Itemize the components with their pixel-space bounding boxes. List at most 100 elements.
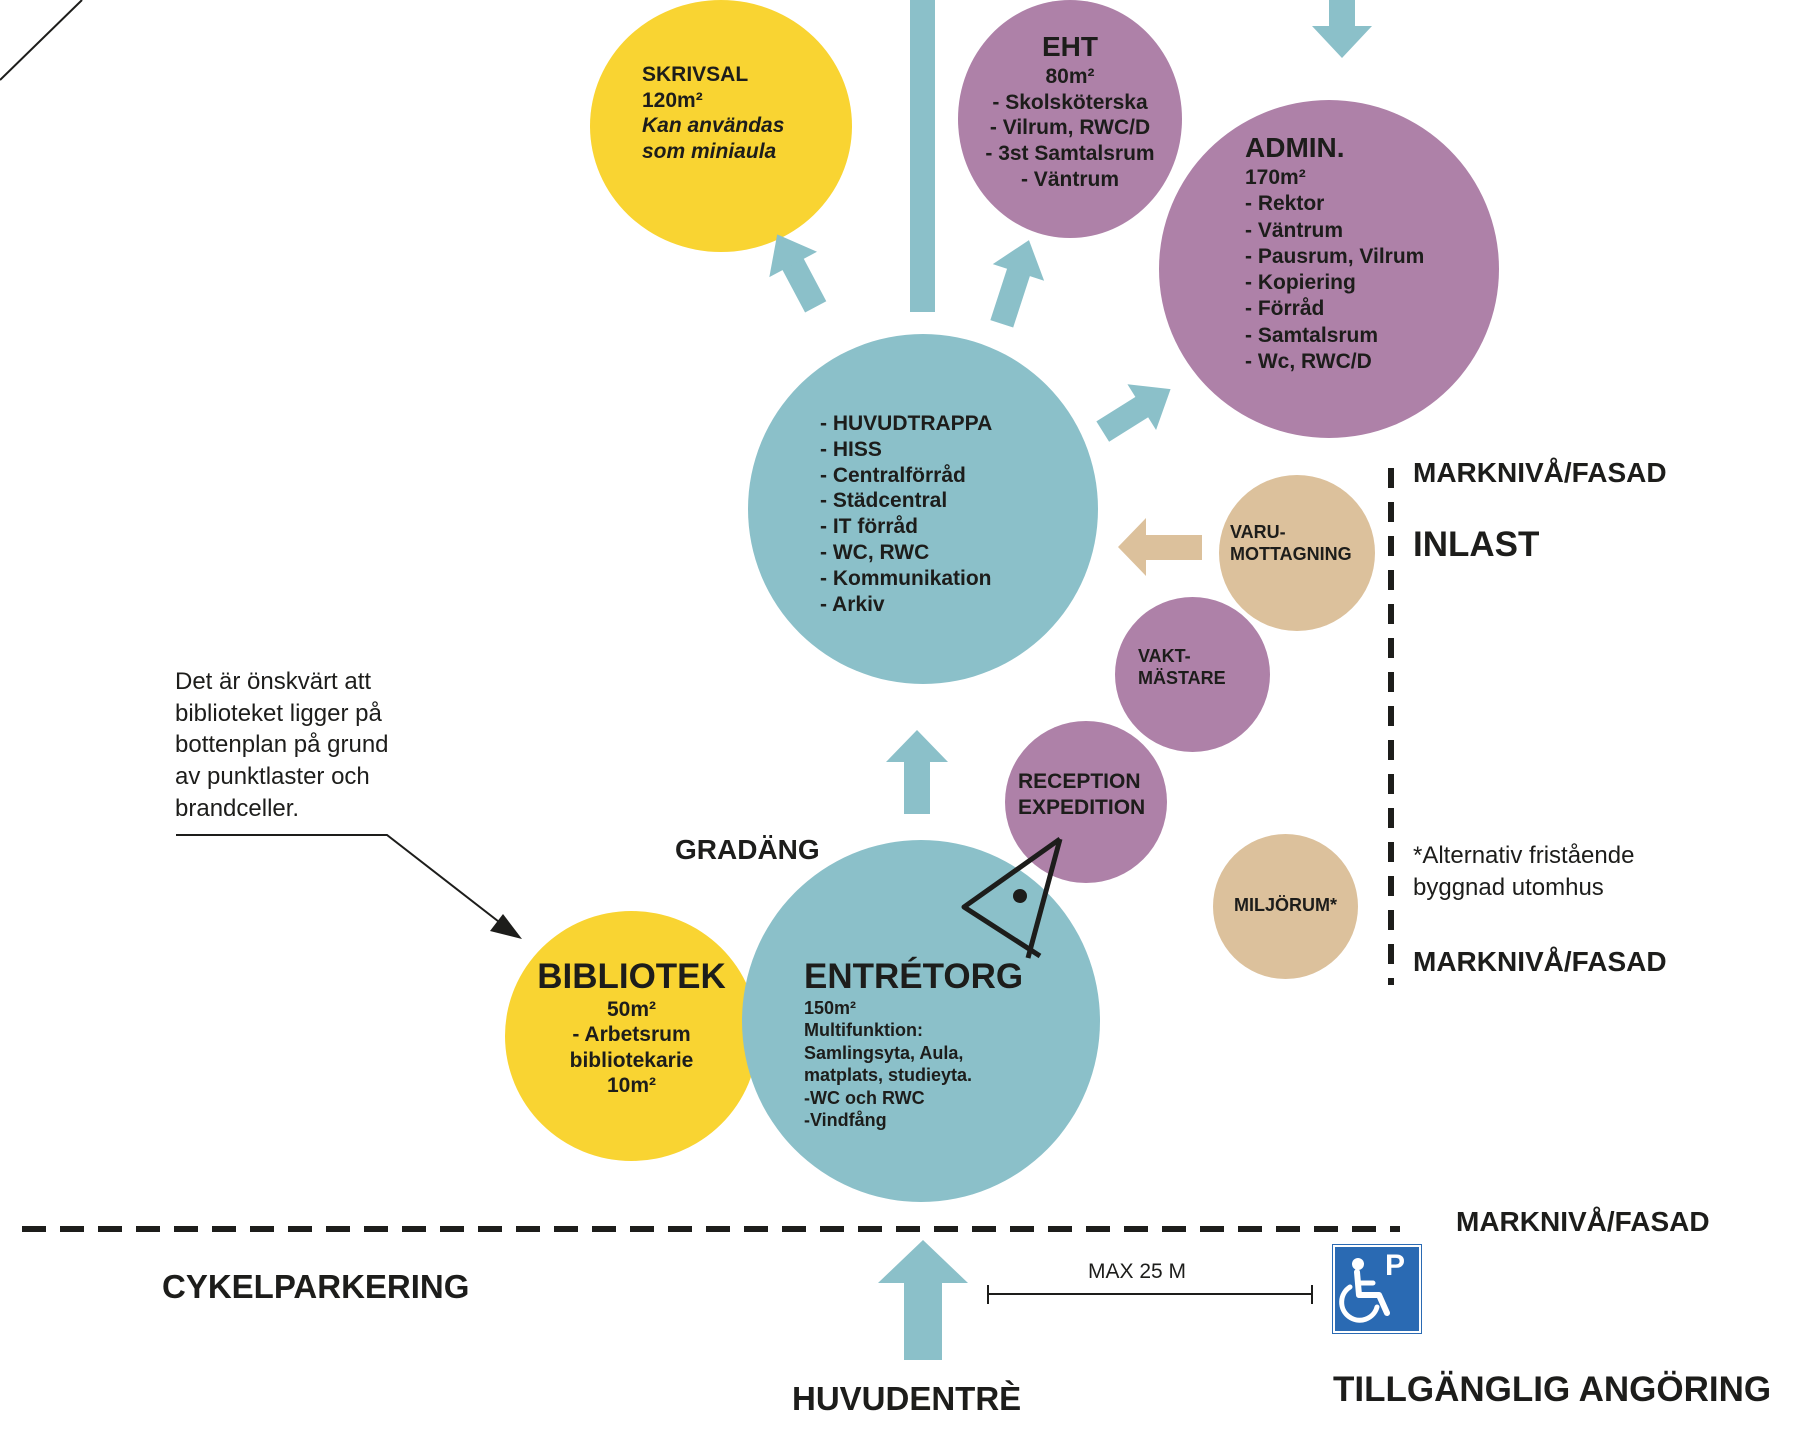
skrivsal-bubble xyxy=(590,0,852,252)
entretorg-item-5: -Vindfång xyxy=(804,1110,887,1130)
angoring-label: TILLGÄNGLIG ANGÖRING xyxy=(1333,1370,1772,1409)
inlast-label: INLAST xyxy=(1413,525,1540,564)
entretorg-item-1: Multifunktion: xyxy=(804,1020,923,1040)
marknivå-bottom-label: MARKNIVÅ/FASAD xyxy=(1456,1206,1710,1237)
arrow-down-top xyxy=(1312,0,1372,58)
admin-item-2: - Väntrum xyxy=(1245,218,1344,242)
arrow-to-skrivsal xyxy=(769,234,827,313)
eht-area: 80m² xyxy=(1045,65,1095,89)
central-item-8: - Arkiv xyxy=(820,592,885,616)
admin-item-5: - Förråd xyxy=(1245,297,1325,321)
skrivsal-area: 120m² xyxy=(642,88,703,112)
central-item-7: - Kommunikation xyxy=(820,566,992,590)
admin-item-6: - Samtalsrum xyxy=(1245,323,1379,347)
bibliotek-bubble xyxy=(505,911,758,1161)
annotation-line-2: biblioteket ligger på xyxy=(175,699,382,727)
annotation-line-4: av punktlaster och xyxy=(175,763,370,791)
entretorg-bubble xyxy=(742,840,1100,1202)
skrivsal-note-1: Kan användas xyxy=(642,114,785,138)
admin-title: ADMIN. xyxy=(1245,132,1345,163)
main-entrance-arrow xyxy=(878,1240,968,1360)
admin-item-1: - Rektor xyxy=(1245,192,1325,216)
admin-item-3: - Pausrum, Vilrum xyxy=(1245,244,1425,268)
eht-bubble xyxy=(958,0,1182,238)
entretorg-item-3: matplats, studieyta. xyxy=(804,1065,973,1085)
eht-text: EHT 80m² - Skolsköterska - Vilrum, RWC/D… xyxy=(958,30,1182,192)
reception-text: RECEPTION EXPEDITION xyxy=(1018,769,1145,820)
annotation-line-5: brandceller. xyxy=(175,794,300,822)
admin-bubble xyxy=(1159,100,1499,438)
varumottagning-line-1: VARU- xyxy=(1230,522,1286,542)
bibliotek-area: 50m² xyxy=(606,997,657,1021)
marknivå-mid-label: MARKNIVÅ/FASAD xyxy=(1413,946,1667,977)
skrivsal-text: SKRIVSAL 120m² Kan användas som miniaula xyxy=(642,62,784,164)
admin-text: ADMIN. 170m² - Rektor - Väntrum - Pausru… xyxy=(1245,130,1424,375)
central-item-5: - IT förråd xyxy=(820,515,918,539)
entretorg-title: ENTRÉTORG xyxy=(804,957,1024,996)
admin-item-4: - Kopiering xyxy=(1245,271,1356,294)
vaktmastare-line-1: VAKT- xyxy=(1138,646,1191,666)
alternativ-line-2: byggnad utomhus xyxy=(1413,873,1604,901)
entretorg-area: 150m² xyxy=(804,997,857,1018)
central-text: - HUVUDTRAPPA - HISS - Centralförråd - S… xyxy=(820,411,992,618)
arrow-to-eht xyxy=(990,240,1045,328)
arrow-to-admin xyxy=(1096,384,1171,442)
eht-item-1: - Skolsköterska xyxy=(992,90,1148,114)
bibliotek-line-2: bibliotekarie xyxy=(569,1048,694,1072)
central-item-3: - Centralförråd xyxy=(820,463,966,487)
reception-line-2: EXPEDITION xyxy=(1018,795,1146,819)
miljorum-bubble xyxy=(1213,834,1358,979)
annotation-line-1: Det är önskvärt att xyxy=(175,668,372,695)
vaktmastare-line-2: MÄSTARE xyxy=(1138,667,1226,688)
vaktmastare-text: VAKT- MÄSTARE xyxy=(1138,646,1226,690)
varumottagning-text: VARU- MOTTAGNING xyxy=(1230,522,1352,566)
bibliotek-text: BIBLIOTEK 50m² - Arbetsrum bibliotekarie… xyxy=(505,957,758,1099)
arrow-from-varumottagning xyxy=(1118,518,1202,576)
max-distance-label: MAX 25 M xyxy=(1088,1260,1187,1283)
wheelchair-symbol xyxy=(1339,1258,1390,1323)
alternativ-line-1: *Alternativ fristående xyxy=(1413,842,1635,869)
arrow-up-to-central xyxy=(886,730,948,814)
huvudentre-label: HUVUDENTRÈ xyxy=(792,1380,1022,1417)
bibliotek-line-1: - Arbetsrum xyxy=(572,1023,691,1047)
entretorg-text: ENTRÉTORG 150m² Multifunktion: Samlingsy… xyxy=(804,957,1024,1132)
annotation-line-3: bottenplan på grund xyxy=(175,731,389,759)
eht-title: EHT xyxy=(1042,31,1098,62)
annotation-leader xyxy=(176,834,504,926)
eht-item-2: - Vilrum, RWC/D xyxy=(989,116,1151,140)
admin-area: 170m² xyxy=(1245,166,1306,189)
central-item-2: - HISS xyxy=(820,437,882,461)
varumottagning-bubble xyxy=(1219,475,1375,631)
miljorum-label: MILJÖRUM* xyxy=(1234,895,1337,915)
eye-icon xyxy=(961,836,1063,959)
bibliotek-line-3: 10m² xyxy=(606,1074,657,1098)
central-bubble xyxy=(748,334,1098,684)
varumottagning-line-2: MOTTAGNING xyxy=(1230,543,1352,564)
alternativ-note: *Alternativ fristående byggnad utomhus xyxy=(1413,840,1634,903)
eye-pupil xyxy=(1013,889,1027,903)
central-item-4: - Städcentral xyxy=(820,489,948,513)
annotation-arrowhead xyxy=(490,914,522,939)
marknivå-top-label: MARKNIVÅ/FASAD xyxy=(1413,457,1667,488)
reception-line-1: RECEPTION xyxy=(1018,770,1141,793)
vaktmastare-bubble xyxy=(1115,597,1270,752)
gradang-label: GRADÄNG xyxy=(675,834,820,865)
cykelparkering-label: CYKELPARKERING xyxy=(162,1268,470,1305)
vertical-connector xyxy=(910,0,935,312)
eht-item-3: - 3st Samtalsrum xyxy=(985,141,1155,165)
eht-item-4: - Väntrum xyxy=(1020,167,1119,191)
central-item-1: - HUVUDTRAPPA xyxy=(820,412,993,435)
admin-item-7: - Wc, RWC/D xyxy=(1245,349,1372,373)
bibliotek-title: BIBLIOTEK xyxy=(537,957,726,996)
wheelchair-parking-icon: P xyxy=(1332,1244,1422,1334)
max-distance-line xyxy=(987,1285,1313,1304)
parking-letter: P xyxy=(1385,1249,1406,1282)
corner-line xyxy=(0,0,83,81)
entretorg-item-2: Samlingsyta, Aula, xyxy=(804,1042,964,1063)
library-annotation: Det är önskvärt att biblioteket ligger p… xyxy=(175,666,389,824)
skrivsal-title: SKRIVSAL xyxy=(642,63,749,86)
skrivsal-note-2: som miniaula xyxy=(642,139,777,163)
entretorg-item-4: -WC och RWC xyxy=(804,1087,925,1108)
miljorum-text: MILJÖRUM* xyxy=(1213,895,1358,917)
